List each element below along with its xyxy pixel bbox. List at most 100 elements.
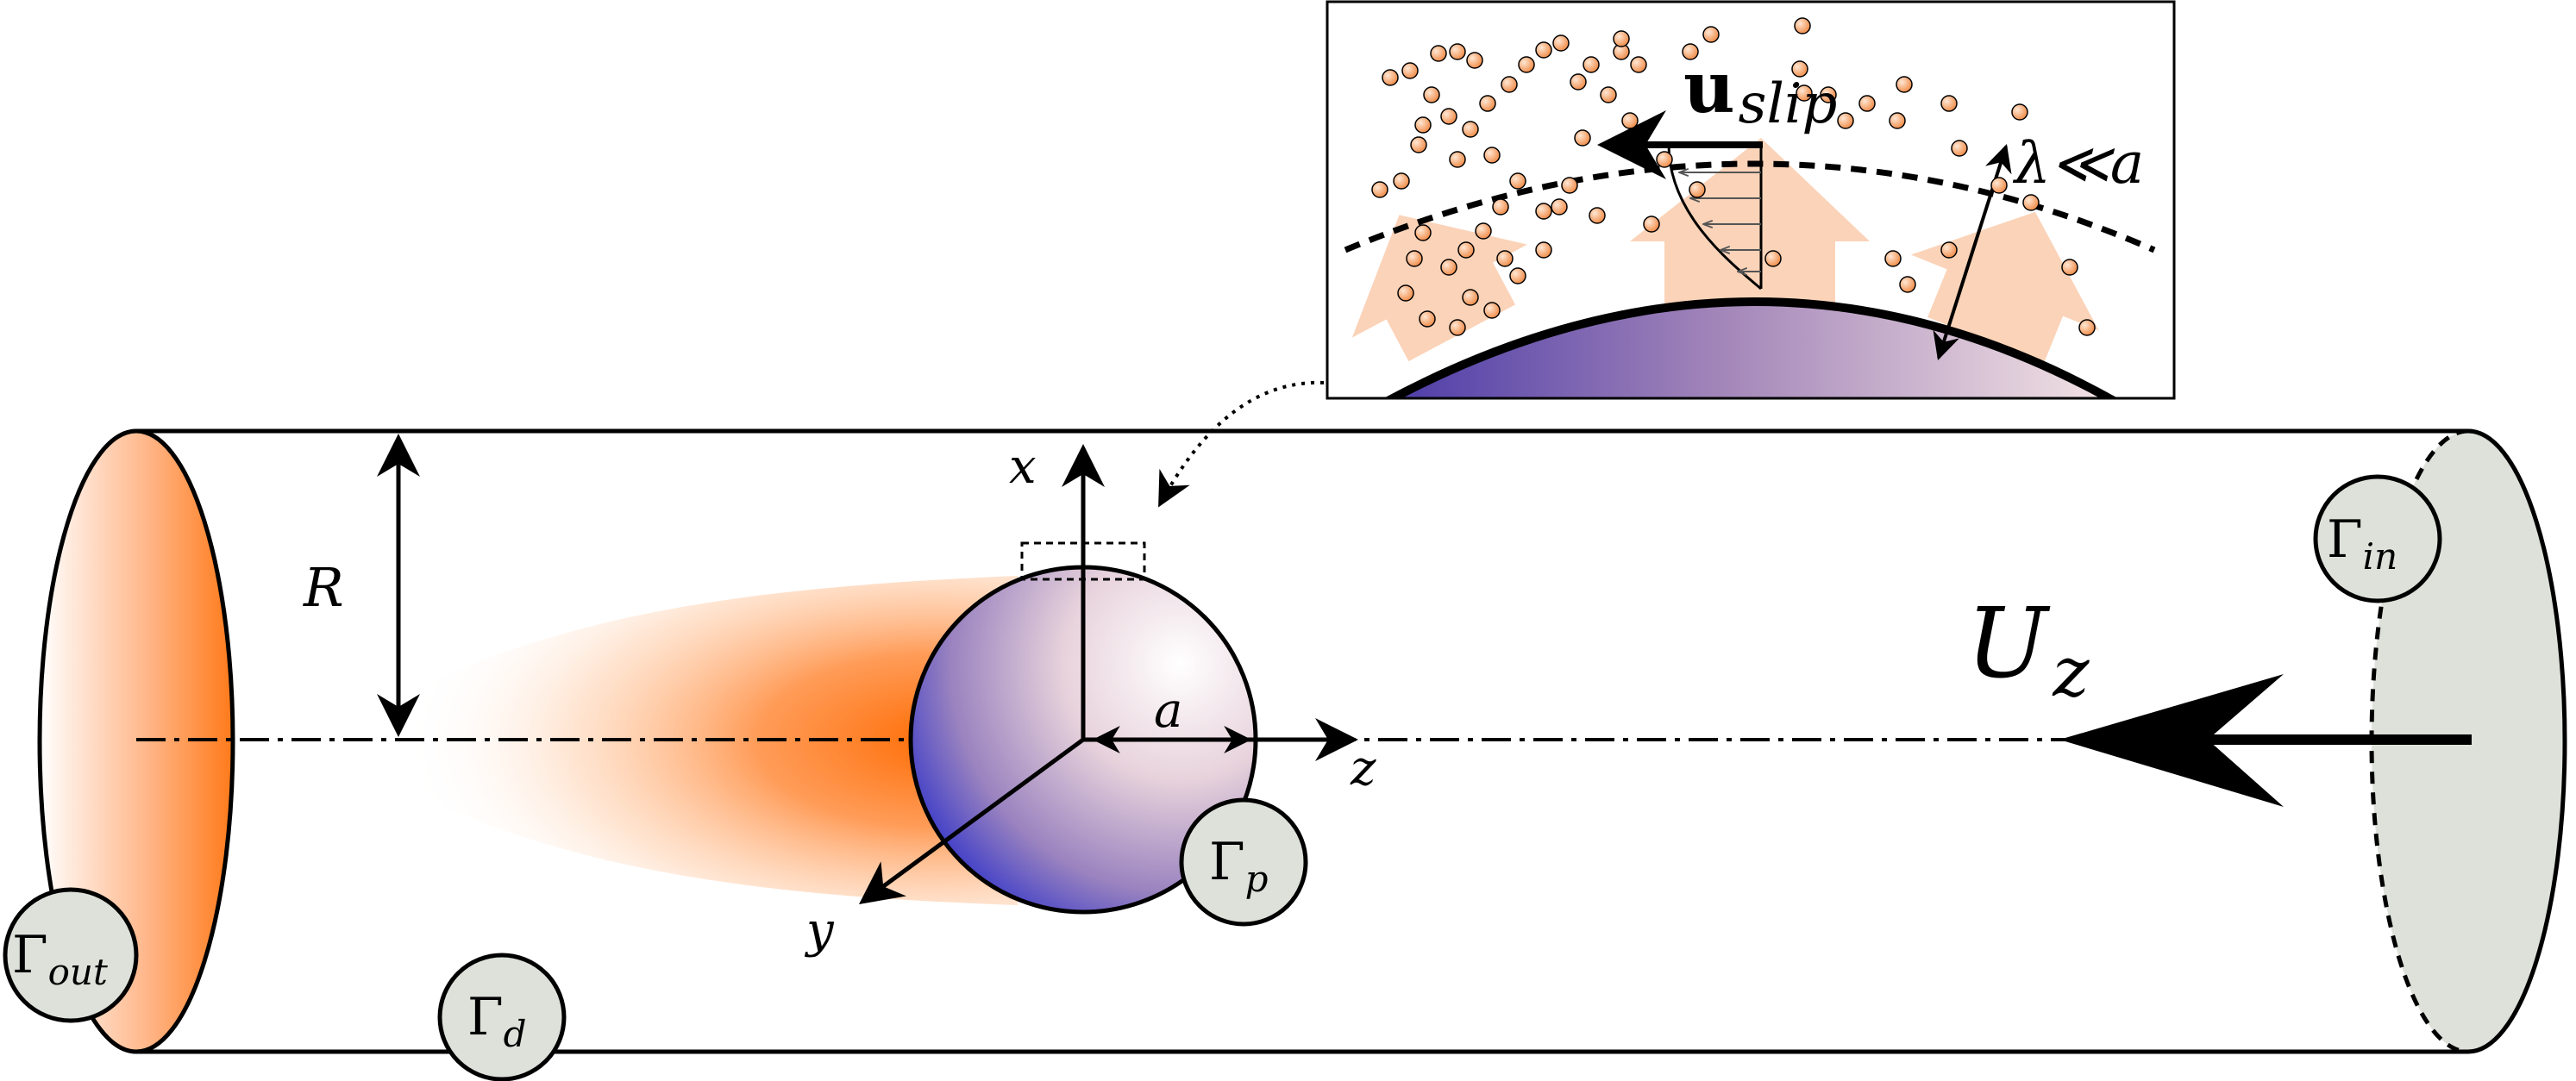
ion-marker <box>1589 207 1606 224</box>
ion-marker <box>1600 86 1617 103</box>
ion-marker <box>1630 56 1647 73</box>
ion-marker <box>1406 250 1423 267</box>
inset-frame <box>1326 0 2176 400</box>
circle-badge-icon <box>3 887 139 1023</box>
ion-marker <box>1896 76 1913 93</box>
ion-marker <box>1889 112 1906 129</box>
ion-marker <box>1440 259 1457 276</box>
circle-badge-icon <box>1179 797 1308 927</box>
ion-marker <box>1561 177 1578 194</box>
inflow-velocity-label: Uz <box>1966 588 2090 712</box>
ion-marker <box>1457 241 1475 259</box>
ion-marker <box>1621 112 1639 129</box>
ion-marker <box>1656 151 1673 168</box>
ion-marker <box>1535 41 1552 59</box>
svg-text:Γin: Γin <box>2327 509 2397 578</box>
radius-dimension: R <box>303 434 420 737</box>
boundary-badge-d: Γd <box>437 953 567 1081</box>
ion-marker <box>1382 69 1399 86</box>
boundary-badge-out: Γout <box>3 887 139 1023</box>
ion-marker <box>1414 224 1432 241</box>
ion-marker <box>1796 84 1813 102</box>
ion-marker <box>1551 198 1568 216</box>
ion-marker <box>1393 172 1410 190</box>
ion-marker <box>1689 181 1706 198</box>
ion-marker <box>1501 76 1518 93</box>
ion-marker <box>2078 319 2096 336</box>
slip-profile-curve <box>1667 144 1762 291</box>
debye-layer-boundary <box>1344 160 2156 253</box>
z-axis-label: z <box>1350 740 1376 797</box>
ion-marker <box>1702 26 1720 43</box>
boundary-badge-p: Γp <box>1179 797 1308 927</box>
inflow-arrow-head <box>2059 674 2284 807</box>
svg-text:Γout: Γout <box>12 925 108 993</box>
inflow-velocity-main: U <box>1966 588 2051 700</box>
ion-marker <box>1440 108 1457 125</box>
ion-marker <box>1414 116 1432 134</box>
ion-marker <box>1940 95 1958 112</box>
ion-marker <box>1643 216 1660 233</box>
svg-text:Γp: Γp <box>1209 832 1269 900</box>
flux-arrow-left <box>1351 215 1527 362</box>
ion-marker <box>1940 241 1958 259</box>
debye-thickness-label: λ≪a <box>2012 130 2144 197</box>
ion-marker <box>1475 222 1492 240</box>
ion-marker <box>2011 103 2028 121</box>
ion-marker <box>1884 250 1902 267</box>
ion-marker <box>1518 56 1535 73</box>
ion-marker <box>1990 177 2008 194</box>
ion-marker <box>1764 250 1782 267</box>
ion-marker <box>1583 56 1600 73</box>
ion-cloud <box>1371 17 2096 336</box>
ion-marker <box>1492 198 1509 216</box>
ion-marker <box>1570 73 1587 91</box>
inflow-velocity-sub: z <box>2052 632 2090 712</box>
inflow-velocity: Uz <box>1966 588 2472 807</box>
ion-marker <box>1574 129 1591 147</box>
ion-marker <box>1419 310 1436 328</box>
ion-marker <box>1430 45 1447 62</box>
ion-marker <box>1371 181 1388 198</box>
ion-marker <box>1535 203 1552 220</box>
ion-marker <box>1449 319 1466 336</box>
inset-particle-edge <box>1383 297 2118 398</box>
ion-marker <box>1509 267 1526 284</box>
ion-marker <box>1479 95 1496 112</box>
ion-marker <box>2061 259 2078 276</box>
particle-radius-label: a <box>1154 683 1182 739</box>
ion-marker <box>1397 284 1414 302</box>
radius-label: R <box>303 556 344 619</box>
ion-marker <box>1466 52 1483 69</box>
x-axis-label: x <box>1009 439 1037 495</box>
ion-marker <box>1423 86 1440 103</box>
boundary-badge-in: Γin <box>2313 474 2442 603</box>
ion-marker <box>1552 34 1570 52</box>
ion-marker <box>1449 151 1466 168</box>
ion-marker <box>1837 112 1854 129</box>
ion-marker <box>1483 302 1501 319</box>
ion-marker <box>1410 136 1427 153</box>
ion-marker <box>1535 241 1552 259</box>
ion-marker <box>1899 276 1916 293</box>
ion-marker <box>1682 43 1699 60</box>
ion-marker <box>1449 43 1466 60</box>
slip-velocity-label: uslip <box>1683 47 1837 136</box>
ion-marker <box>1951 140 1968 157</box>
ion-marker <box>1820 86 1837 103</box>
ion-marker <box>1483 147 1501 164</box>
y-axis-label: y <box>804 903 835 959</box>
inset-panel: uslip λ≪a <box>1326 0 2176 400</box>
ion-marker <box>1509 172 1526 190</box>
ion-marker <box>2022 194 2040 211</box>
ion-marker <box>1462 289 1479 306</box>
coordinate-axes: x z y a <box>804 439 1376 959</box>
ion-marker <box>1613 30 1630 47</box>
zoom-leader <box>1158 380 1325 508</box>
svg-text:Γd: Γd <box>467 987 527 1055</box>
ion-marker <box>1791 60 1808 78</box>
ion-marker <box>1401 62 1419 79</box>
ion-marker <box>1794 17 1811 34</box>
inlet-face-visible-edge <box>2467 428 2567 1054</box>
